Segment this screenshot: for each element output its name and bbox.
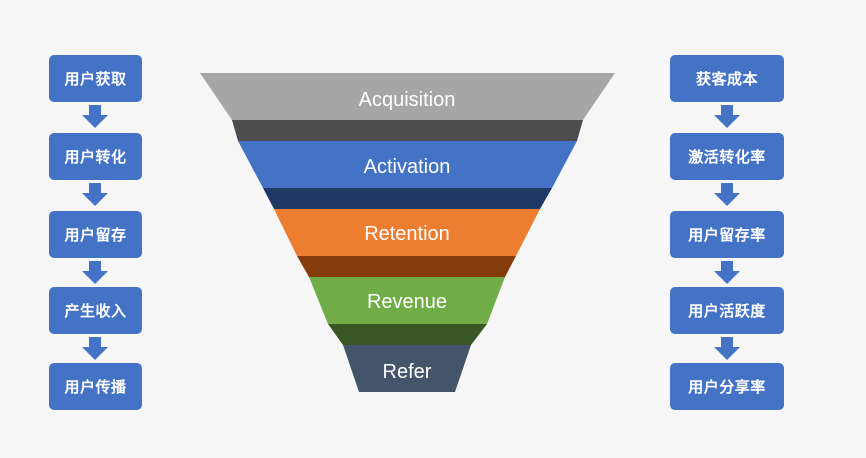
funnel-label-revenue: Revenue — [367, 291, 447, 313]
funnel-band-3 — [297, 256, 516, 277]
funnel-stage-retention — [274, 209, 540, 256]
funnel-label-activation: Activation — [364, 156, 451, 178]
right-step-4: 用户活跃度 — [670, 287, 784, 334]
funnel-band-1 — [232, 120, 583, 141]
funnel-band-2 — [263, 188, 552, 209]
right-step-2: 激活转化率 — [670, 133, 784, 180]
funnel-band-4 — [328, 324, 487, 345]
left-step-1: 用户获取 — [49, 55, 142, 102]
left-step-5: 用户传播 — [49, 363, 142, 410]
funnel-stage-refer — [343, 345, 471, 392]
left-step-2: 用户转化 — [49, 133, 142, 180]
left-step-3: 用户留存 — [49, 211, 142, 258]
funnel-label-acquisition: Acquisition — [359, 89, 456, 111]
right-step-1: 获客成本 — [670, 55, 784, 102]
funnel-label-retention: Retention — [364, 223, 450, 245]
funnel-stage-revenue — [309, 277, 505, 324]
funnel-stage-acquisition — [200, 73, 615, 120]
funnel-label-refer: Refer — [383, 361, 432, 383]
right-step-5: 用户分享率 — [670, 363, 784, 410]
funnel-stage-activation — [238, 141, 577, 188]
left-step-4: 产生收入 — [49, 287, 142, 334]
right-step-3: 用户留存率 — [670, 211, 784, 258]
